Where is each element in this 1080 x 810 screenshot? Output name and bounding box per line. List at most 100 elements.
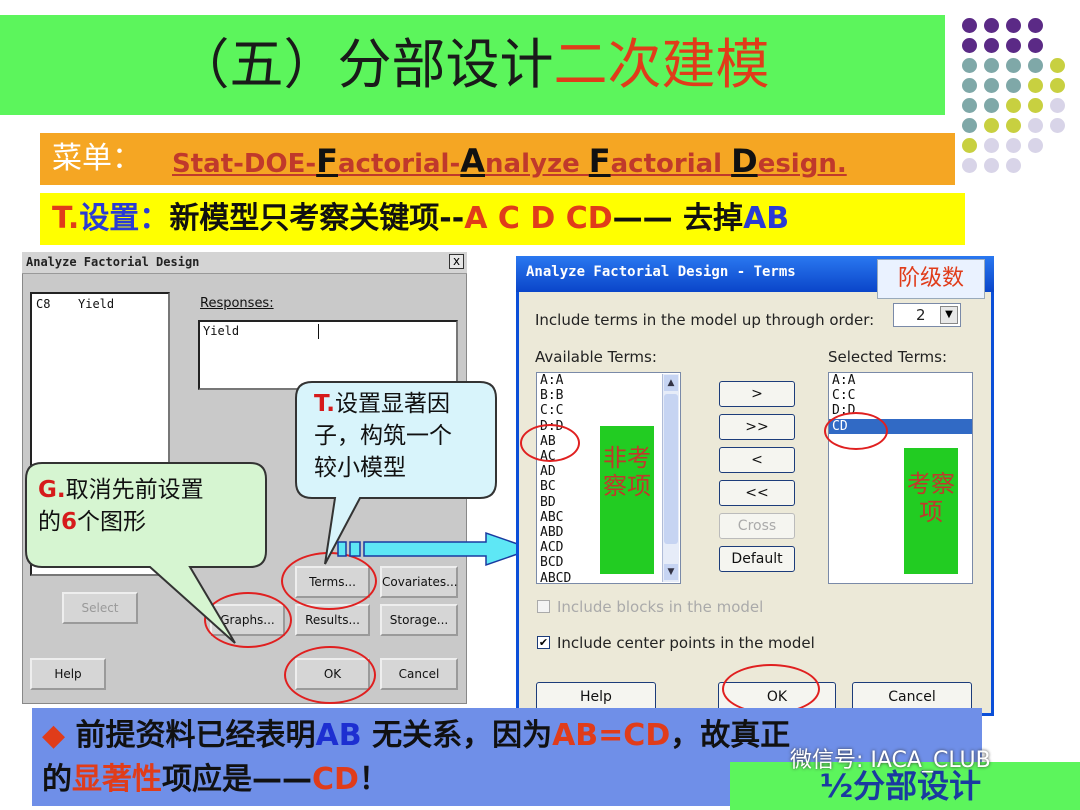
selected-term-item[interactable]: A:A [832,373,856,388]
center-points-checkbox[interactable]: ✔ [537,636,550,649]
decorative-dot [1006,98,1021,113]
conclusion-text: ◆ 前提资料已经表明AB 无关系，因为AB=CD，故真正 的显著性项应是——CD… [42,714,972,802]
chevron-down-icon[interactable]: ▼ [940,306,958,324]
available-term-item[interactable]: A:A [540,373,564,388]
t-prefix: T. [52,201,80,236]
graphs-highlight-ring [204,592,292,648]
subtitle: ½分部设计 [820,767,982,805]
title-highlight: 二次建模 [553,33,770,96]
help-button[interactable]: Help [30,658,106,690]
available-term-item[interactable]: B:B [540,388,564,404]
available-term-item[interactable]: ABCD [540,570,572,584]
decorative-dot [984,118,999,133]
menu-path-part: F [316,142,339,180]
default-button[interactable]: Default [719,546,795,572]
decorative-dot [1050,118,1065,133]
decorative-dot [1006,118,1021,133]
scroll-down-icon[interactable]: ▼ [664,564,678,580]
add-term-button[interactable]: > [719,381,795,407]
title-bar [0,15,945,115]
available-term-item[interactable]: C:C [540,403,564,419]
terms-setting-text: T.设置：新模型只考察关键项--A C D CD—— 去掉AB [52,196,789,242]
available-term-item[interactable]: BCD [540,555,564,571]
decorative-dot [962,58,977,73]
subtitle-bar [730,762,1080,810]
conclusion-p1: 前提资料已经表明 [65,718,316,753]
not-examined-label: 非考察项 [603,444,651,500]
dialog2-help-button[interactable]: Help [536,682,656,712]
scroll-up-icon[interactable]: ▲ [664,375,678,391]
available-term-item[interactable]: AD [540,464,556,480]
t-dash: —— [612,201,673,236]
decorative-dot [1006,78,1021,93]
watermark: 微信号: IACA_CLUB [790,748,991,773]
conclusion-p6: ！ [358,762,389,797]
menu-bar [40,133,955,185]
dialog1-title: Analyze Factorial Design [26,255,200,269]
storage-button[interactable]: Storage... [380,604,458,636]
callout-t-text: T.设置显著因 子，构筑一个 较小模型 [314,388,499,484]
remove-term-button[interactable]: < [719,447,795,473]
decorative-dot [984,158,999,173]
order-select[interactable]: 2 ▼ [893,303,961,327]
available-terms-label: Available Terms: [535,348,657,366]
callout-g-number: 6 [61,509,78,535]
decorative-dot [962,118,977,133]
select-button[interactable]: Select [62,592,138,624]
decorative-dot [1028,118,1043,133]
decorative-dot [1028,98,1043,113]
available-term-item[interactable]: ABC [540,509,564,525]
menu-path-part: Stat-DOE- [172,149,317,179]
arrow-icon [337,531,535,567]
available-term-item[interactable]: BC [540,479,556,495]
available-term-item[interactable]: BD [540,494,556,510]
scrollbar[interactable]: ▲ ▼ [662,374,679,582]
scroll-thumb[interactable] [664,394,678,544]
decorative-dot [1028,18,1043,33]
blocks-checkbox[interactable] [537,600,550,613]
menu-label: 菜单： [52,141,142,176]
add-all-button[interactable]: >> [719,414,795,440]
menu-path-part: esign. [757,149,847,179]
covariates-button[interactable]: Covariates... [380,566,458,598]
selected-terms-label: Selected Terms: [828,348,948,366]
cross-button[interactable]: Cross [719,513,795,539]
decorative-dot [962,38,977,53]
available-term-item[interactable]: ABD [540,525,564,541]
variable-col[interactable]: C8 [36,297,51,311]
examined-box: 考察项 [904,448,958,574]
decorative-dot [1050,58,1065,73]
menu-path-part: D [731,142,758,180]
cancel-button[interactable]: Cancel [380,658,458,690]
conclusion-ab: AB [315,718,362,753]
available-term-item[interactable]: ACD [540,540,564,556]
dialog2-ok-ring [722,664,820,714]
menu-path-part: A [460,142,486,180]
menu-path-part: actorial [610,149,732,179]
order-value: 2 [916,306,926,324]
decorative-dot [962,98,977,113]
responses-label: Responses: [200,296,274,311]
decorative-dot [984,58,999,73]
cd-highlight-ring [824,412,888,450]
not-examined-box: 非考察项 [600,426,654,574]
decorative-dot [984,38,999,53]
decorative-dot [984,18,999,33]
variable-name[interactable]: Yield [78,297,115,311]
decorative-dot [1028,78,1043,93]
t-terms: A C D CD [464,201,613,236]
ab-highlight-ring [520,424,580,462]
decorative-dot [1006,58,1021,73]
t-main: 新模型只考察关键项-- [169,201,465,236]
callout-t-line3: 较小模型 [314,455,406,481]
order-badge: 阶级数 [877,259,985,299]
selected-term-item[interactable]: C:C [832,388,856,404]
t-remove: 去掉 [672,201,744,236]
decorative-dot [1006,38,1021,53]
callout-g-line1: 取消先前设置 [65,477,204,503]
remove-all-button[interactable]: << [719,480,795,506]
close-icon[interactable]: x [449,254,464,269]
decorative-dot [1028,38,1043,53]
dialog2-title: Analyze Factorial Design - Terms [526,264,796,280]
callout-t-line2: 子，构筑一个 [314,423,452,449]
